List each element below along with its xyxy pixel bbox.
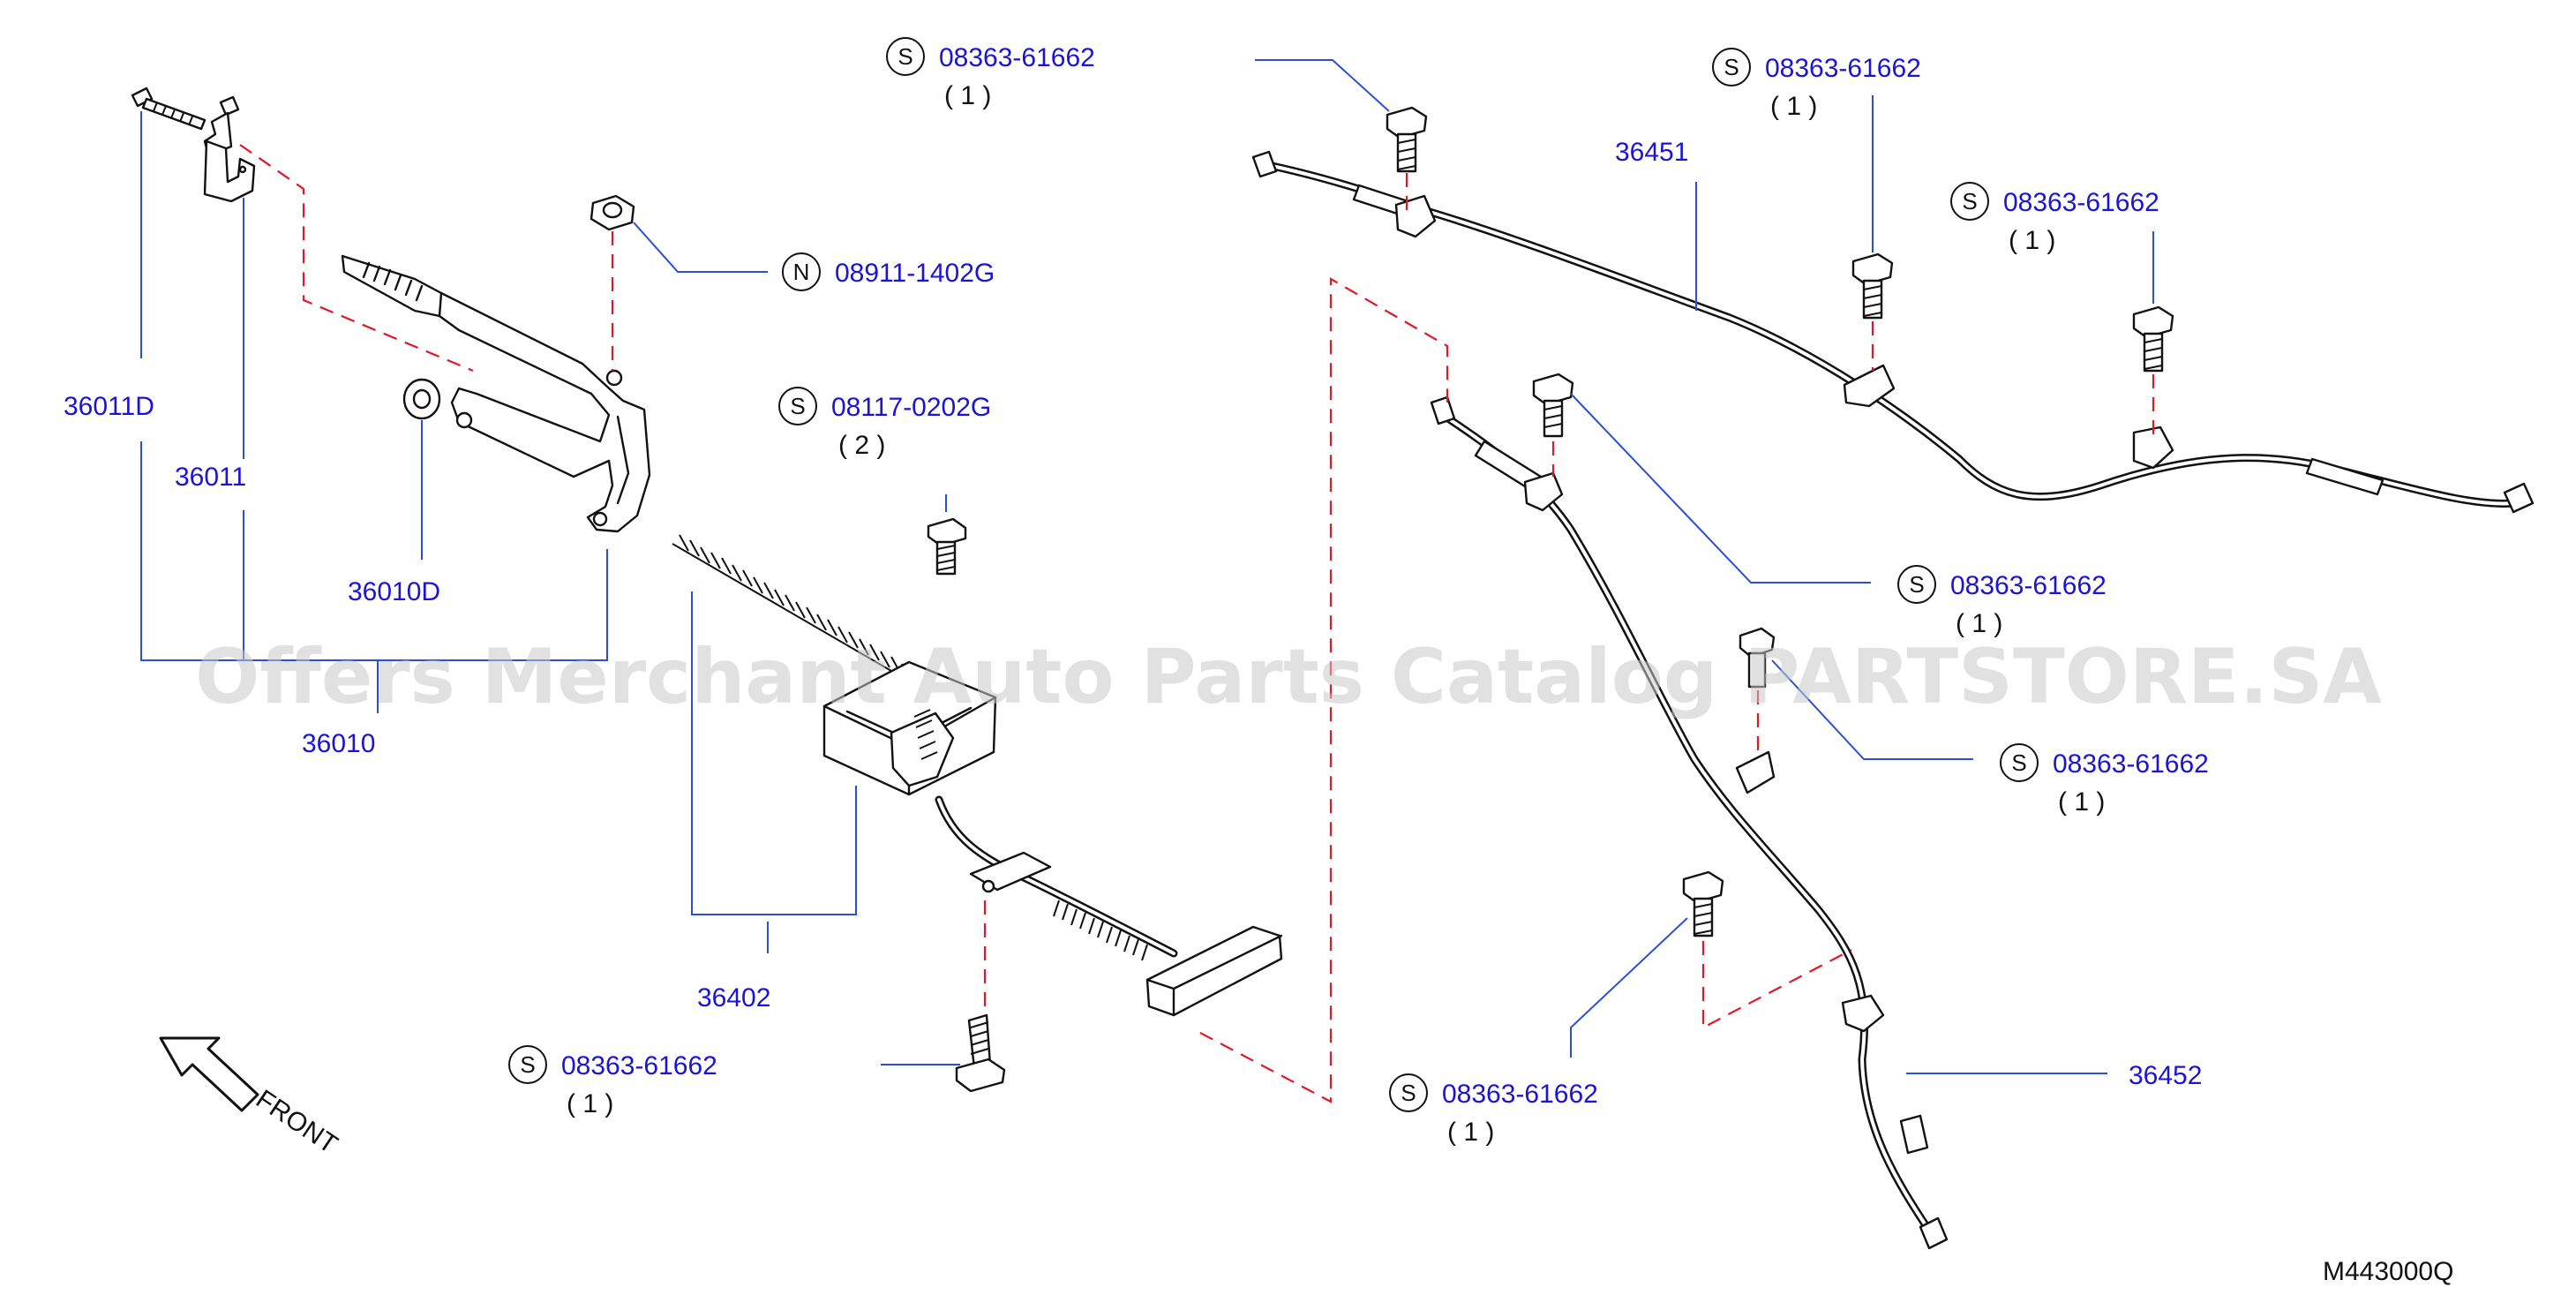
part-number-label[interactable]: 36451 bbox=[1615, 138, 1688, 167]
part-number-label[interactable]: 08117-0202G bbox=[831, 393, 991, 422]
callout-prefix: S bbox=[1962, 188, 1977, 215]
equalizer-bracket-36402-icon bbox=[822, 660, 997, 796]
part-number-label[interactable]: 08363-61662 bbox=[1442, 1080, 1598, 1109]
part-number-label[interactable]: 08363-61662 bbox=[2003, 188, 2159, 217]
watermark-text: Offers Merchant Auto Parts Catalog PARTS… bbox=[195, 633, 2382, 721]
quantity-label: ( 1 ) bbox=[2009, 226, 2055, 255]
quantity-label: ( 1 ) bbox=[2058, 787, 2105, 817]
callout-prefix: S bbox=[1909, 571, 1924, 598]
part-number-label[interactable]: 36010D bbox=[348, 577, 440, 606]
quantity-label: ( 1 ) bbox=[944, 81, 991, 110]
quantity-label: ( 1 ) bbox=[567, 1089, 613, 1118]
quantity-label: ( 2 ) bbox=[838, 431, 885, 460]
callout-prefix: N bbox=[793, 259, 810, 285]
quantity-label: ( 1 ) bbox=[1447, 1118, 1494, 1147]
part-number-label[interactable]: 08363-61662 bbox=[1950, 571, 2107, 600]
part-number-label[interactable]: 08911-1402G bbox=[835, 259, 995, 288]
quantity-label: ( 1 ) bbox=[1956, 609, 2002, 638]
bolt-36451-top-icon bbox=[1386, 106, 1428, 173]
nut-36010d-icon bbox=[402, 378, 441, 420]
leader-lines bbox=[140, 59, 2154, 1074]
part-number-label[interactable]: 08363-61662 bbox=[561, 1051, 717, 1080]
assembly-dash-lines bbox=[239, 144, 2155, 1103]
lever-36010-icon bbox=[341, 254, 651, 533]
bracket-36011-icon bbox=[203, 95, 256, 203]
bolt-36011d-icon bbox=[131, 87, 207, 131]
callout-circles bbox=[508, 37, 2039, 1112]
bolt-36452-mid-icon bbox=[1739, 627, 1776, 689]
part-number-label[interactable]: 36011D bbox=[64, 392, 154, 421]
part-number-label[interactable]: 36452 bbox=[2129, 1061, 2202, 1090]
callout-prefix: S bbox=[897, 43, 912, 70]
bolt-36451-right-icon bbox=[2132, 305, 2174, 373]
nut-08911-icon bbox=[590, 194, 635, 231]
bolt-36451-mid-icon bbox=[1851, 252, 1894, 320]
part-number-label[interactable]: 36011 bbox=[175, 463, 246, 492]
callout-prefix: S bbox=[790, 393, 805, 419]
front-label: FRONT bbox=[251, 1084, 342, 1159]
part-number-label[interactable]: 08363-61662 bbox=[939, 43, 1095, 72]
quantity-label: ( 1 ) bbox=[1770, 92, 1817, 121]
bolt-08117-icon bbox=[927, 517, 967, 576]
rear-cable-36452-icon bbox=[1430, 395, 1949, 1250]
part-number-label[interactable]: 08363-61662 bbox=[2053, 749, 2209, 779]
callout-prefix: S bbox=[2011, 749, 2026, 776]
callout-prefix: S bbox=[1401, 1080, 1416, 1106]
front-cable-icon bbox=[935, 795, 1283, 1017]
part-number-label[interactable]: 36402 bbox=[697, 983, 770, 1013]
bolt-lower-center-icon bbox=[955, 1013, 1006, 1093]
callout-prefix: S bbox=[520, 1051, 535, 1078]
part-number-label[interactable]: 36010 bbox=[302, 729, 375, 758]
part-number-label[interactable]: 08363-61662 bbox=[1765, 54, 1921, 83]
bolt-36452-low-icon bbox=[1682, 870, 1724, 937]
diagram-code: M443000Q bbox=[2323, 1257, 2453, 1286]
callout-prefix: S bbox=[1724, 54, 1739, 80]
bolt-36452-top-icon bbox=[1532, 373, 1574, 438]
front-arrow-icon bbox=[159, 1036, 259, 1112]
rear-cable-36451-icon bbox=[1251, 150, 2535, 514]
